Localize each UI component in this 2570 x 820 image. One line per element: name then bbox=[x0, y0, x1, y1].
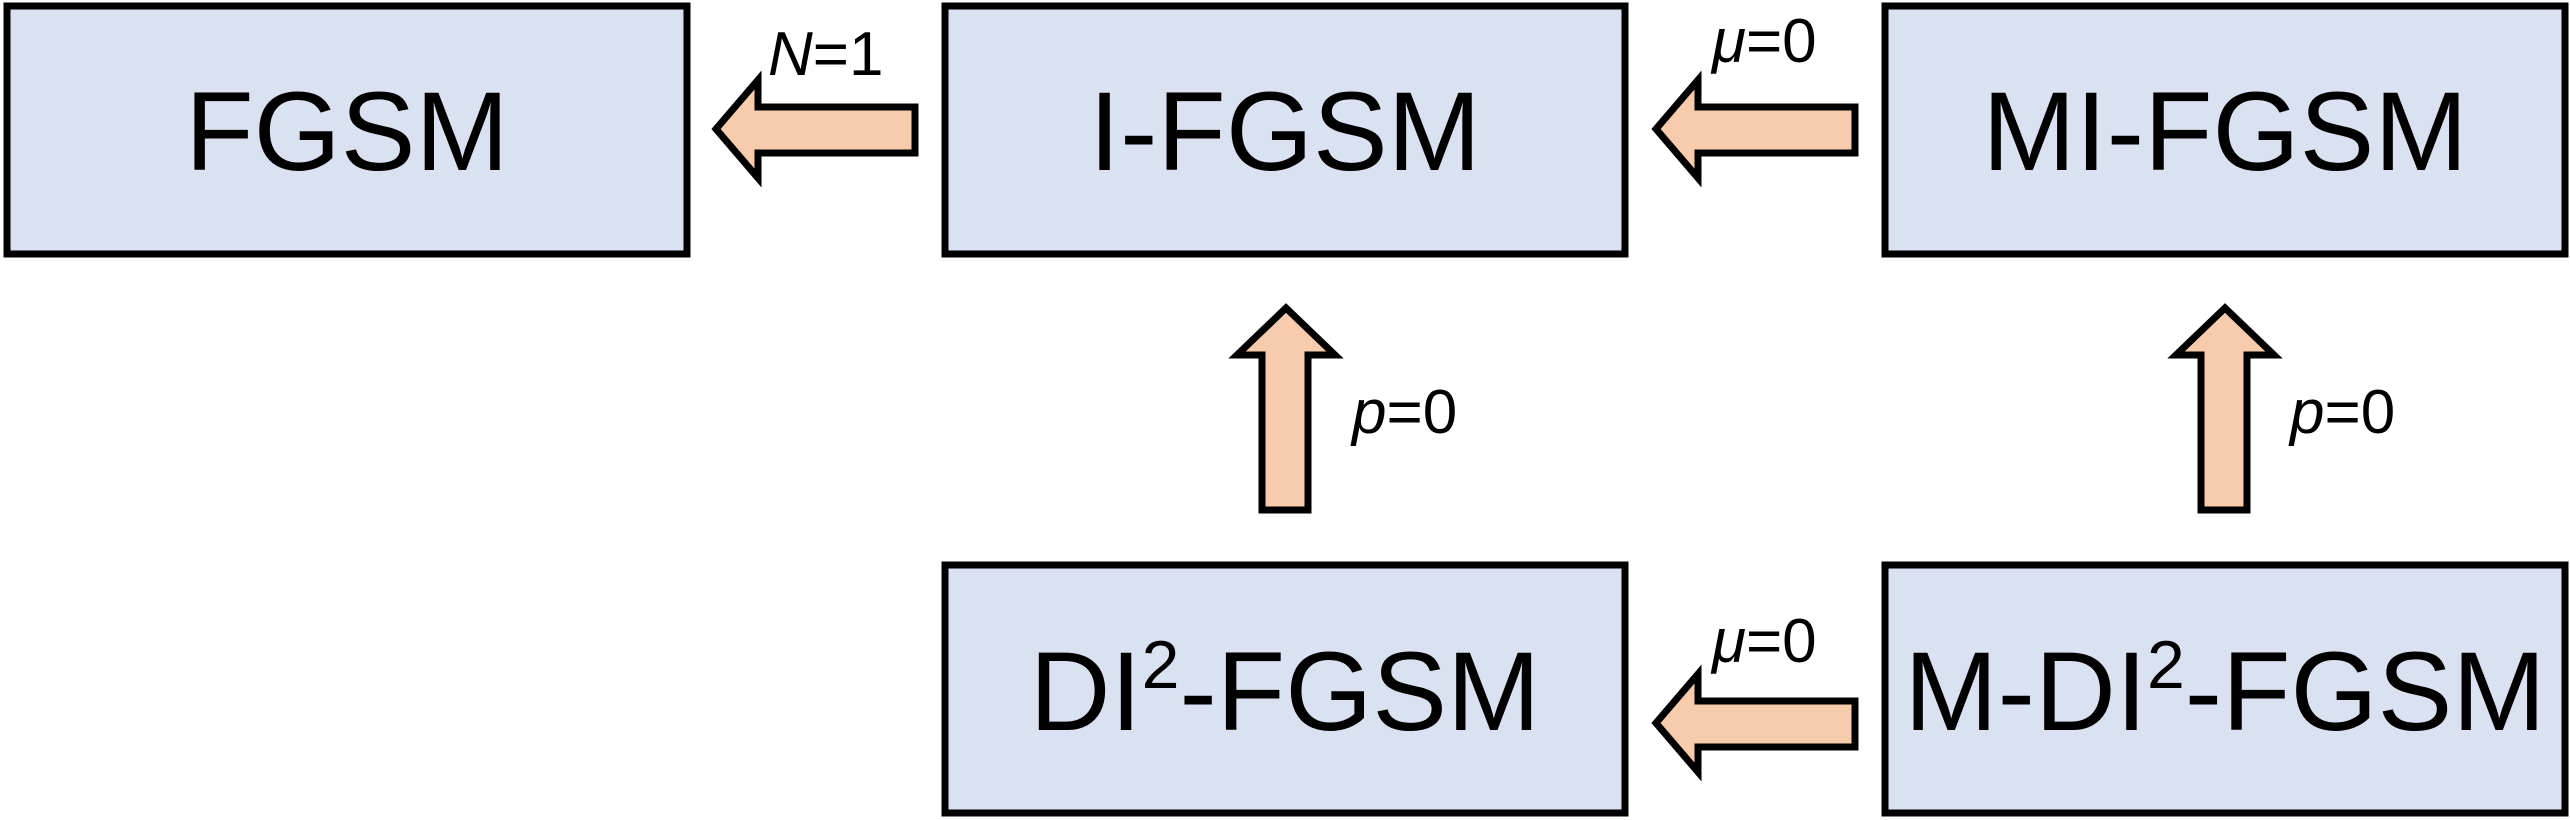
edge-label-p-equals-0-right: p=0 bbox=[2288, 378, 2395, 447]
label-i-fgsm: I-FGSM bbox=[1089, 69, 1481, 194]
label-di2-fgsm: DI2-FGSM bbox=[1030, 627, 1541, 754]
label-mi-fgsm: MI-FGSM bbox=[1982, 69, 2467, 194]
box-i-fgsm bbox=[941, 2, 1629, 258]
box-di2-fgsm bbox=[941, 561, 1629, 817]
box-m-di2-fgsm bbox=[1881, 561, 2569, 817]
box-fgsm bbox=[3, 2, 691, 258]
box-mi-fgsm bbox=[1881, 2, 2569, 258]
edge-label-mu-equals-0-bottom: μ=0 bbox=[1710, 607, 1817, 676]
label-m-di2-fgsm: M-DI2-FGSM bbox=[1904, 627, 2545, 754]
edge-label-n-equals-1: N=1 bbox=[768, 20, 883, 89]
arrow-i-fgsm-to-fgsm bbox=[711, 70, 919, 188]
arrow-mi-fgsm-to-i-fgsm bbox=[1651, 70, 1859, 188]
edge-label-p-equals-0-left: p=0 bbox=[1350, 378, 1457, 447]
arrow-m-di2-fgsm-to-di2-fgsm bbox=[1651, 664, 1859, 782]
arrow-di2-fgsm-to-i-fgsm bbox=[1228, 303, 1344, 514]
label-fgsm: FGSM bbox=[185, 69, 509, 194]
arrow-m-di2-fgsm-to-mi-fgsm bbox=[2167, 303, 2283, 514]
edge-label-mu-equals-0-top: μ=0 bbox=[1710, 7, 1817, 76]
